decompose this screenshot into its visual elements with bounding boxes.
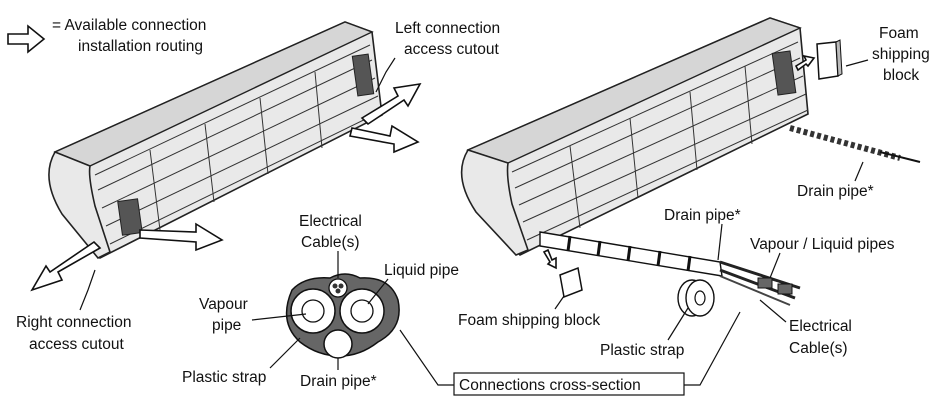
xs-strap-label: Plastic strap: [182, 369, 266, 386]
foam-bottom-arrow: [542, 248, 557, 270]
foam-block-bottom: [559, 266, 583, 299]
right-cutout-label-line2: access cutout: [29, 336, 124, 353]
xs-electrical-label-line2: Cable(s): [301, 234, 360, 251]
legend-text-line1: = Available connection: [52, 17, 206, 34]
xs-drain-label: Drain pipe*: [300, 373, 377, 390]
route-arrow-right-lower: [30, 240, 102, 292]
foam-top-label-line2: shipping: [872, 46, 930, 63]
foam-bottom-label: Foam shipping block: [458, 312, 600, 329]
xs-vapour-label-line2: pipe: [212, 317, 241, 334]
plastic-strap-roll: [677, 279, 715, 317]
left-cutout-leader: [375, 57, 396, 93]
electrical-cable: [328, 278, 348, 298]
left-indoor-unit: [48, 21, 383, 260]
cross-section: [285, 273, 400, 359]
drain-pipe: [323, 329, 353, 359]
right-strap-label: Plastic strap: [600, 342, 684, 359]
xs-electrical-label-line1: Electrical: [299, 213, 362, 230]
route-arrow-left-lower: [349, 124, 420, 154]
drain-bundle-label: Drain pipe*: [664, 207, 741, 224]
right-electrical-label-line1: Electrical: [789, 318, 852, 335]
left-cutout-label-line2: access cutout: [404, 41, 499, 58]
route-arrow-left-upper: [360, 82, 422, 126]
legend-text-line2: installation routing: [78, 38, 203, 55]
foam-top-label-line3: block: [883, 67, 919, 84]
foam-top-label-line1: Foam: [879, 25, 919, 42]
caption-box: [453, 372, 685, 396]
right-cutout-label-line1: Right connection: [16, 314, 131, 331]
drain-dashed-label: Drain pipe*: [797, 183, 874, 200]
route-arrow-right-upper: [139, 222, 224, 252]
right-electrical-label-line2: Cable(s): [789, 340, 848, 357]
xs-vapour-label-line1: Vapour: [199, 296, 248, 313]
vapour-liquid-label: Vapour / Liquid pipes: [750, 236, 895, 253]
pipe-bundle: [539, 231, 801, 306]
foam-block-top: [816, 41, 839, 80]
legend-arrow-icon: [7, 24, 46, 54]
legend: = Available connection installation rout…: [7, 17, 206, 55]
foam-top-arrow: [794, 54, 816, 72]
caption-text: Connections cross-section: [459, 377, 641, 394]
xs-liquid-label: Liquid pipe: [384, 262, 459, 279]
right-cutout-leader: [79, 269, 96, 311]
right-indoor-unit: [460, 17, 809, 257]
drain-pipe-dashed: [789, 125, 901, 161]
left-cutout-label-line1: Left connection: [395, 20, 500, 37]
